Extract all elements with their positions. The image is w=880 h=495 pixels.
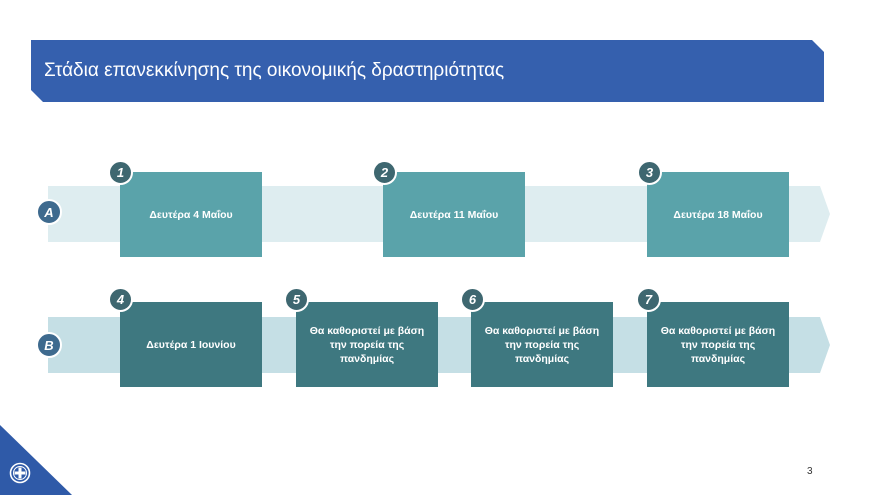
stage-number-6: 6 bbox=[460, 287, 485, 312]
stage-number-1: 1 bbox=[108, 160, 133, 185]
stage-text-2: Δευτέρα 11 Μαΐου bbox=[409, 208, 499, 221]
stage-box-3: Δευτέρα 18 Μαΐου bbox=[647, 172, 789, 257]
stage-box-6: Θα καθοριστεί με βάση την πορεία της παν… bbox=[471, 302, 613, 387]
row-label-a: A bbox=[36, 199, 62, 225]
page-number: 3 bbox=[807, 466, 813, 477]
row-label-b: B bbox=[36, 332, 62, 358]
stage-box-1: Δευτέρα 4 Μαΐου bbox=[120, 172, 262, 257]
stage-text-3: Δευτέρα 18 Μαΐου bbox=[673, 208, 763, 221]
stage-box-2: Δευτέρα 11 Μαΐου bbox=[383, 172, 525, 257]
slide-title: Στάδια επανεκκίνησης της οικονομικής δρα… bbox=[44, 60, 505, 81]
stage-text-4: Δευτέρα 1 Ιουνίου bbox=[146, 338, 236, 351]
stage-box-4: Δευτέρα 1 Ιουνίου bbox=[120, 302, 262, 387]
stage-number-7: 7 bbox=[636, 287, 661, 312]
stage-box-7: Θα καθοριστεί με βάση την πορεία της παν… bbox=[647, 302, 789, 387]
stage-number-4: 4 bbox=[108, 287, 133, 312]
stage-number-2: 2 bbox=[372, 160, 397, 185]
stage-text-6: Θα καθοριστεί με βάση την πορεία της παν… bbox=[484, 324, 600, 365]
government-cross-emblem-icon bbox=[9, 462, 31, 484]
stage-box-5: Θα καθοριστεί με βάση την πορεία της παν… bbox=[296, 302, 438, 387]
stage-text-5: Θα καθοριστεί με βάση την πορεία της παν… bbox=[309, 324, 425, 365]
stage-text-7: Θα καθοριστεί με βάση την πορεία της παν… bbox=[660, 324, 776, 365]
corner-decoration bbox=[0, 425, 72, 495]
stage-text-1: Δευτέρα 4 Μαΐου bbox=[149, 208, 233, 221]
title-banner: Στάδια επανεκκίνησης της οικονομικής δρα… bbox=[31, 40, 824, 102]
stage-number-5: 5 bbox=[284, 287, 309, 312]
stage-number-3: 3 bbox=[637, 160, 662, 185]
